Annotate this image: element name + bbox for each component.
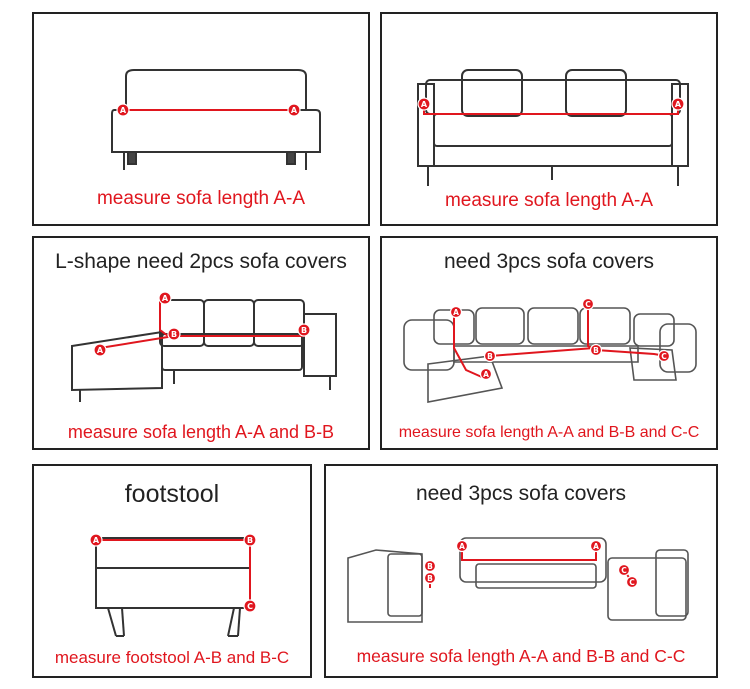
svg-text:C: C [247, 602, 253, 611]
svg-text:A: A [593, 542, 599, 551]
marker-a-left: A [417, 97, 431, 111]
sofa-sketch: A B A C B C [403, 297, 697, 403]
marker-b: B [243, 533, 257, 547]
marker-b-left: B [167, 327, 181, 341]
marker-b-right: B [297, 323, 311, 337]
marker-b-left: B [483, 349, 497, 363]
svg-text:B: B [427, 562, 433, 571]
sofa-sketch: A A [111, 69, 321, 170]
svg-text:B: B [171, 330, 177, 339]
panel-title: footstool [124, 480, 220, 508]
footstool-sketch: A B C [89, 533, 257, 637]
marker-b-bottom: B [423, 571, 437, 585]
marker-c: C [243, 599, 257, 613]
marker-a: A [89, 533, 103, 547]
panel-sofa-with-pillows: A A measure sofa length A-A [380, 12, 718, 226]
svg-text:A: A [97, 346, 104, 355]
svg-text:C: C [621, 566, 627, 575]
svg-text:B: B [301, 326, 307, 335]
marker-a-right: A [671, 97, 685, 111]
svg-text:C: C [629, 578, 635, 587]
panel-sofa-single: A A measure sofa length A-A [32, 12, 370, 226]
svg-text:B: B [427, 574, 433, 583]
panel-caption: measure footstool A-B and B-C [54, 648, 290, 667]
svg-text:A: A [421, 100, 428, 109]
svg-text:A: A [459, 542, 465, 551]
svg-text:B: B [593, 346, 599, 355]
svg-text:A: A [291, 106, 298, 115]
marker-a-right: A [589, 539, 603, 553]
marker-b-right: B [589, 343, 603, 357]
panel-caption: measure sofa length A-A and B-B and C-C [356, 646, 686, 666]
svg-text:A: A [162, 294, 169, 303]
marker-c-top: C [617, 563, 631, 577]
svg-text:A: A [483, 370, 489, 379]
svg-text:A: A [675, 100, 682, 109]
svg-text:B: B [487, 352, 493, 361]
marker-a-right: A [287, 103, 301, 117]
marker-a-top: A [158, 291, 172, 305]
marker-c-top: C [581, 297, 595, 311]
panel-l-shape-sofa: L-shape need 2pcs sofa covers A A B B me… [32, 236, 370, 450]
panel-title: L-shape need 2pcs sofa covers [55, 250, 347, 273]
marker-a-top: A [449, 305, 463, 319]
svg-text:A: A [120, 106, 127, 115]
panel-three-piece-sofa: need 3pcs sofa covers A A B B C C measur… [324, 464, 718, 678]
panel-caption: measure sofa length A-A and B-B [67, 422, 335, 442]
panel-caption: measure sofa length A-A [444, 190, 654, 211]
sofa-sketch: A A [417, 69, 689, 186]
panel-caption: measure sofa length A-A [96, 188, 306, 209]
svg-text:A: A [453, 308, 459, 317]
svg-text:C: C [585, 300, 591, 309]
panel-title: need 3pcs sofa covers [415, 482, 627, 505]
marker-c-bottom: C [625, 575, 639, 589]
panel-footstool: footstool A B C measure footstool A-B an… [32, 464, 312, 678]
sofa-sketch: A A B B [71, 291, 337, 402]
panel-u-shape-sofa: need 3pcs sofa covers A B A C B C measur… [380, 236, 718, 450]
svg-text:B: B [247, 536, 253, 545]
marker-c-right: C [657, 349, 671, 363]
svg-text:C: C [661, 352, 667, 361]
panel-title: need 3pcs sofa covers [443, 250, 655, 273]
marker-a-left: A [455, 539, 469, 553]
svg-text:A: A [93, 536, 100, 545]
marker-a-left: A [116, 103, 130, 117]
panel-caption: measure sofa length A-A and B-B and C-C [398, 424, 700, 441]
sofa-set-sketch: A A B B C C [347, 537, 689, 623]
marker-a-bottom: A [479, 367, 493, 381]
marker-b-top: B [423, 559, 437, 573]
marker-a-left: A [93, 343, 107, 357]
